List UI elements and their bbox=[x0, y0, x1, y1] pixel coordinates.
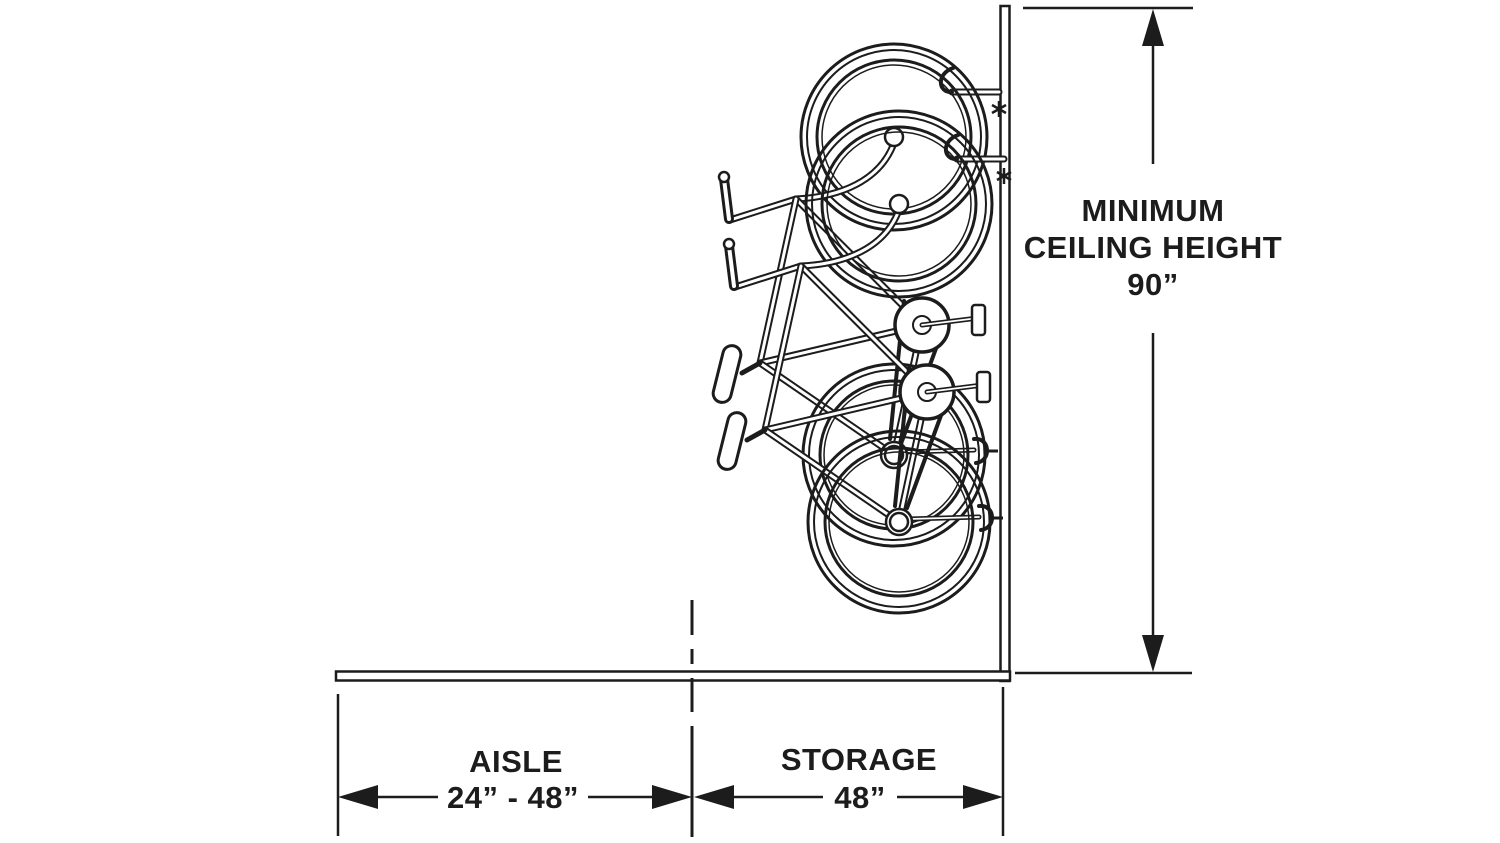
aisle-value: 24” - 48” bbox=[447, 780, 579, 815]
arrow-right-icon bbox=[963, 785, 1003, 809]
arrow-down-icon bbox=[1142, 635, 1164, 672]
bike-illustration bbox=[711, 44, 1011, 613]
aisle-label: AISLE bbox=[469, 744, 563, 779]
storage-value: 48” bbox=[834, 780, 885, 815]
storage-label: STORAGE bbox=[781, 742, 937, 777]
arrow-left-icon bbox=[694, 785, 734, 809]
storage-dimension: STORAGE 48” bbox=[694, 687, 1005, 836]
ceiling-label-line1: MINIMUM bbox=[1082, 193, 1225, 228]
ceiling-label-line2: CEILING HEIGHT bbox=[1024, 230, 1282, 265]
arrow-right-icon bbox=[652, 785, 692, 809]
arrow-up-icon bbox=[1142, 9, 1164, 46]
aisle-dimension: AISLE 24” - 48” bbox=[336, 694, 692, 836]
arrow-left-icon bbox=[338, 785, 378, 809]
floor bbox=[334, 670, 1012, 682]
ceiling-label-value: 90” bbox=[1127, 267, 1178, 302]
ceiling-height-dimension: MINIMUM CEILING HEIGHT 90” bbox=[1015, 6, 1282, 675]
